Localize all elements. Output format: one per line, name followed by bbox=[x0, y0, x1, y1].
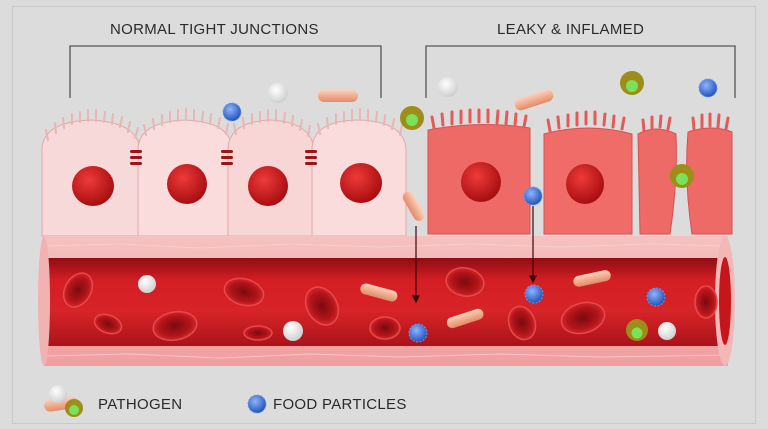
inflamed-cell-4 bbox=[687, 128, 732, 234]
legend-food-label: FOOD PARTICLES bbox=[273, 396, 407, 413]
food-particle bbox=[524, 187, 542, 205]
blood-vessel bbox=[38, 236, 735, 366]
pathogen-rod bbox=[513, 88, 555, 112]
nucleus bbox=[72, 166, 114, 206]
nucleus bbox=[566, 164, 604, 204]
vessel-left-end bbox=[38, 236, 50, 366]
pathogen-white-cell bbox=[658, 322, 676, 340]
nucleus bbox=[461, 162, 501, 202]
nucleus bbox=[167, 164, 207, 204]
normal-cell-3 bbox=[228, 120, 314, 236]
legend-pathogen-icon bbox=[43, 385, 83, 417]
food-particle bbox=[223, 103, 241, 121]
food-particle bbox=[409, 324, 427, 342]
inflamed-cell-2 bbox=[544, 128, 632, 234]
bracket-right bbox=[426, 46, 735, 98]
food-particle bbox=[647, 288, 665, 306]
normal-cell-1 bbox=[42, 120, 140, 236]
red-blood-cell bbox=[370, 317, 400, 339]
pathogen-white-cell bbox=[438, 77, 458, 97]
food-particle bbox=[525, 285, 543, 303]
pathogen-rod bbox=[318, 90, 358, 102]
inflamed-cell-1 bbox=[428, 124, 530, 234]
red-blood-cell bbox=[244, 326, 272, 340]
inflamed-cell-3 bbox=[638, 129, 676, 234]
red-blood-cell bbox=[695, 286, 717, 318]
legend-food-icon bbox=[248, 395, 266, 413]
legend-pathogen-label: PATHOGEN bbox=[98, 396, 182, 413]
nucleus bbox=[340, 163, 382, 203]
pathogen-white-cell bbox=[138, 275, 156, 293]
pathogen-white-cell bbox=[283, 321, 303, 341]
normal-epithelial-cells bbox=[42, 109, 406, 236]
normal-cell-2 bbox=[138, 120, 232, 236]
normal-cell-4 bbox=[312, 120, 406, 236]
pathogen-white-cell bbox=[268, 83, 288, 103]
nucleus bbox=[248, 166, 288, 206]
food-particle bbox=[699, 79, 717, 97]
